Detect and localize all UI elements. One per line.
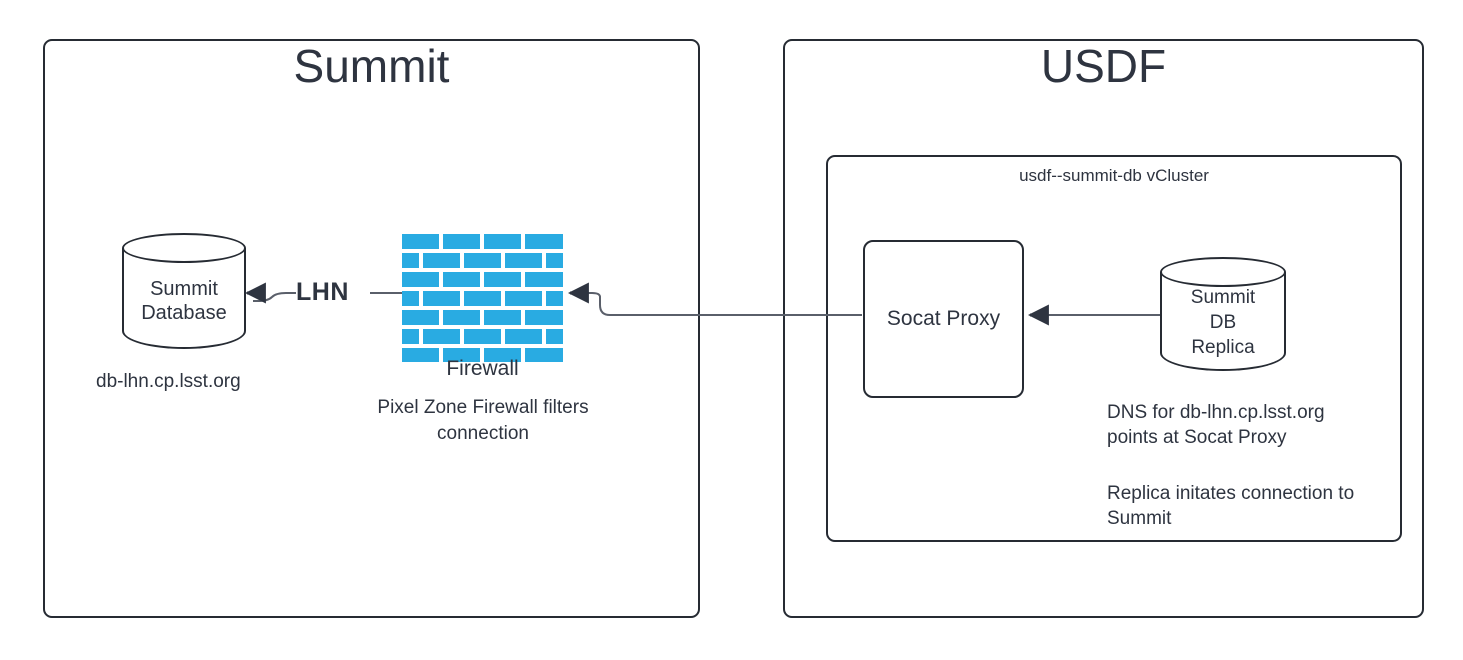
cylinder-body <box>122 248 246 349</box>
edge-label-lhn: LHN <box>296 278 349 306</box>
vcluster-title: usdf--summit-db vCluster <box>1019 166 1209 185</box>
dns-note: DNS for db-lhn.cp.lsst.org points at Soc… <box>1107 402 1325 448</box>
summit-database-hostname: db-lhn.cp.lsst.org <box>96 371 241 392</box>
cylinder-top <box>1160 257 1286 287</box>
cylinder-top <box>122 233 246 263</box>
zone-usdf-title: USDF <box>1040 40 1167 92</box>
summit-database-cylinder[interactable]: Summit Database <box>122 233 246 349</box>
cylinder-body <box>1160 272 1286 371</box>
summit-db-replica-cylinder[interactable]: Summit DB Replica <box>1160 257 1286 371</box>
zone-summit-title: Summit <box>293 40 450 92</box>
firewall-caption: Firewall <box>446 357 519 380</box>
firewall-note: Pixel Zone Firewall filters connection <box>377 397 589 444</box>
summit-database-label: Summit Database <box>141 278 227 324</box>
firewall-icon <box>402 234 563 362</box>
replica-note: Replica initates connection to Summit <box>1107 483 1355 529</box>
socat-proxy-label: Socat Proxy <box>886 307 1001 330</box>
socat-proxy-node[interactable]: Socat Proxy <box>863 240 1024 398</box>
summit-db-replica-label: Summit DB Replica <box>1190 287 1256 358</box>
